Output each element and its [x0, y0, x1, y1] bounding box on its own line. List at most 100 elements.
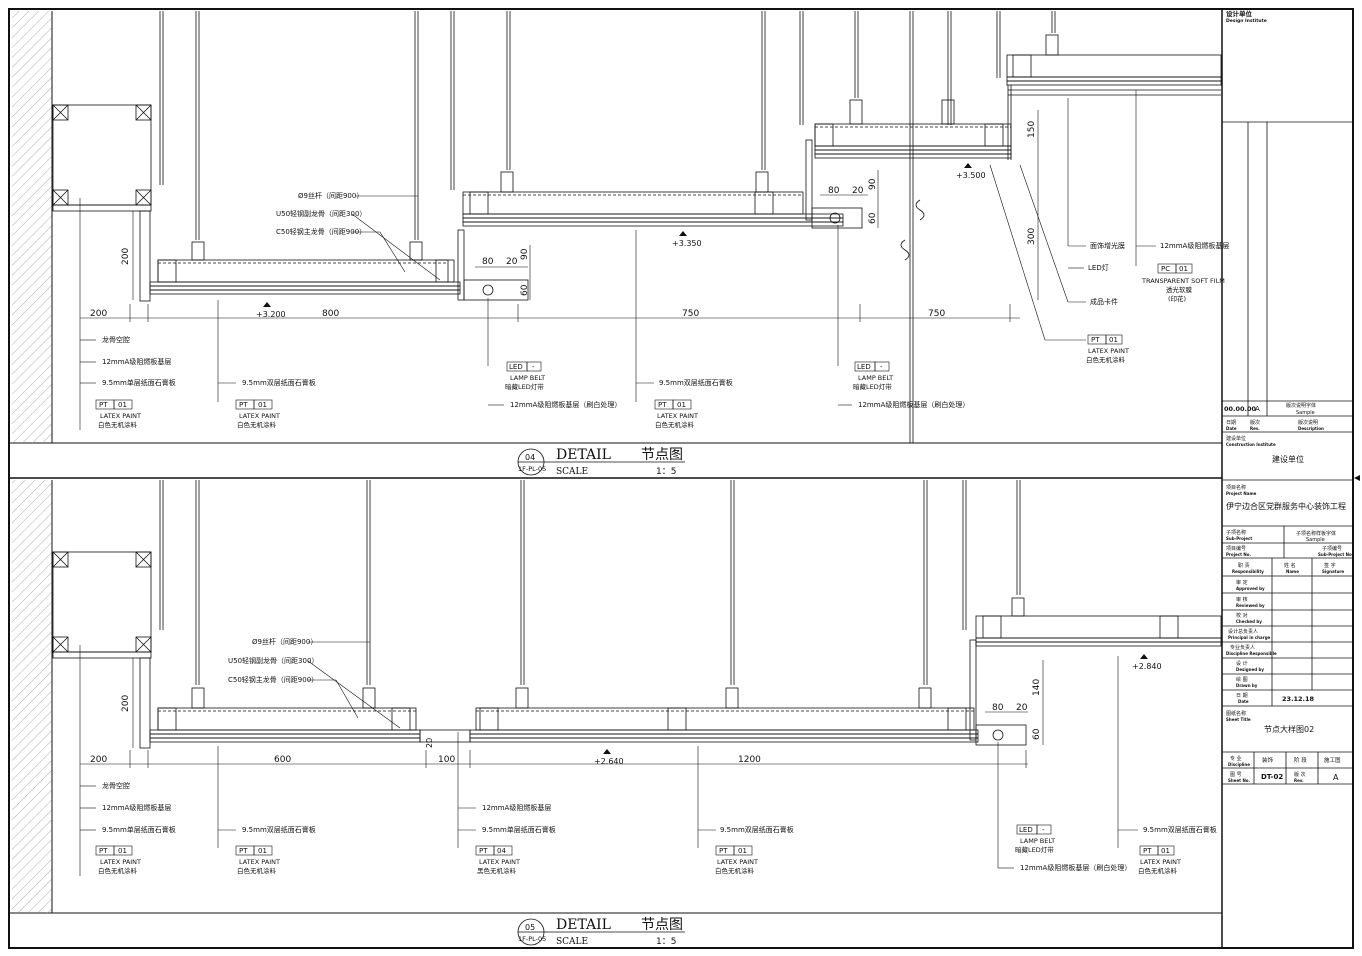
svg-text:Drawn by: Drawn by: [1236, 683, 1258, 688]
callout-c50: C50轻钢主龙骨（间距900）: [228, 675, 318, 684]
ceiling-level-2: [462, 139, 863, 229]
svg-text:Date: Date: [1238, 699, 1249, 704]
svg-text:LAMP BELT: LAMP BELT: [858, 374, 893, 382]
svg-text:Description: Description: [1298, 426, 1324, 431]
svg-text:LED: LED: [857, 363, 871, 371]
svg-text:版次: 版次: [1250, 419, 1260, 426]
svg-text:Sample: Sample: [1306, 537, 1325, 543]
dim-label: 20: [506, 257, 518, 267]
detail-ref: 1F-PL-05: [518, 465, 546, 473]
level-label: +2.640: [594, 757, 624, 766]
stage: 施工图: [1324, 756, 1341, 764]
dim-label: 20: [425, 738, 434, 748]
svg-text:PT: PT: [239, 847, 248, 855]
svg-text:Responsibility: Responsibility: [1232, 569, 1264, 574]
svg-text:LAMP BELT: LAMP BELT: [1020, 837, 1055, 845]
dimension-lines-05: [80, 658, 1044, 768]
svg-text:设 计: 设 计: [1236, 660, 1248, 667]
dim-label: 800: [322, 309, 339, 319]
svg-text:版 次: 版 次: [1294, 771, 1306, 778]
svg-text:LED: LED: [509, 363, 523, 371]
svg-text:PT: PT: [1091, 336, 1100, 344]
wall-hatch: [12, 480, 52, 913]
svg-text:Sub-Project No.: Sub-Project No.: [1318, 552, 1354, 557]
svg-text:子项编号: 子项编号: [1322, 545, 1342, 552]
design-institute-label-en: Design Institute: [1226, 18, 1267, 24]
svg-text:签 字: 签 字: [1324, 562, 1336, 569]
scale-value: 1：5: [656, 937, 676, 947]
callout-board12: 12mmA级阻燃板基层: [102, 803, 171, 812]
callout-clip: 成品卡件: [1090, 297, 1118, 306]
svg-text:姓 名: 姓 名: [1284, 562, 1296, 569]
svg-text:PT: PT: [719, 847, 728, 855]
dim-label: 80: [482, 257, 494, 267]
rev-note: 版次说明字体: [1286, 402, 1316, 409]
svg-text:白色无机涂料: 白色无机涂料: [237, 420, 277, 429]
svg-text:01: 01: [118, 401, 127, 409]
svg-text:白色无机涂料: 白色无机涂料: [98, 866, 138, 875]
callout-gypsum: 9.5mm双层纸面石膏板: [242, 378, 316, 387]
dim-label: 80: [992, 703, 1004, 713]
dim-label: 750: [928, 309, 945, 319]
svg-text:职 责: 职 责: [1238, 562, 1250, 569]
scale-value: 1：5: [656, 467, 676, 477]
dim-label: 20: [852, 186, 864, 196]
svg-text:版次说明: 版次说明: [1298, 419, 1318, 426]
dimension-labels-05: 200 600 100 1200 200 20 80 20 140 60: [90, 679, 1042, 765]
svg-text:图纸名称: 图纸名称: [1226, 710, 1246, 717]
sheet-number: DT-02: [1261, 773, 1283, 781]
sheet-title: 节点大样图02: [1264, 724, 1314, 734]
dim-label: 80: [828, 186, 840, 196]
project-name: 伊宁边合区党群服务中心装饰工程: [1226, 501, 1346, 511]
svg-text:(印花): (印花): [1168, 294, 1186, 303]
callout-gypsum: 9.5mm双层纸面石膏板: [720, 825, 794, 834]
svg-text:LATEX PAINT: LATEX PAINT: [239, 858, 280, 866]
detail-05: 200 600 100 1200 200 20 80 20 140 60 +2.…: [12, 480, 1222, 947]
callout-rod: Ø9丝杆（间距900）: [298, 191, 363, 200]
callout-u50: U50轻钢副龙骨（间距300）: [276, 209, 366, 218]
svg-text:Project Name: Project Name: [1226, 491, 1257, 496]
svg-text:LAMP BELT: LAMP BELT: [510, 374, 545, 382]
dim-label: 140: [1032, 679, 1042, 696]
svg-text:专业负责人: 专业负责人: [1230, 644, 1255, 651]
svg-text:阶 段: 阶 段: [1294, 756, 1307, 764]
svg-text:暗藏LED灯带: 暗藏LED灯带: [1015, 845, 1054, 854]
detail-number: 04: [525, 453, 535, 462]
dim-label: 600: [274, 755, 291, 765]
svg-text:LATEX PAINT: LATEX PAINT: [657, 412, 698, 420]
role-rows: 审 定 Approved by 审 核 Reviewed by 校 对 Chec…: [1226, 579, 1277, 704]
svg-text:-: -: [1042, 826, 1045, 834]
wall-hatch: [12, 11, 52, 443]
callout-board: 12mmA级阻燃板基层: [482, 803, 551, 812]
dim-label: 100: [438, 755, 455, 765]
svg-text:暗藏LED灯带: 暗藏LED灯带: [505, 382, 544, 391]
svg-text:暗藏LED灯带: 暗藏LED灯带: [853, 382, 892, 391]
svg-text:设计总负责人: 设计总负责人: [1228, 628, 1258, 635]
callout-led: LED灯: [1088, 263, 1109, 272]
svg-text:日 期: 日 期: [1236, 693, 1248, 699]
svg-text:01: 01: [258, 401, 267, 409]
svg-text:LATEX PAINT: LATEX PAINT: [100, 412, 141, 420]
callout-gypsum: 9.5mm双层纸面石膏板: [659, 378, 733, 387]
svg-text:PT: PT: [1143, 847, 1152, 855]
callout-gypsum: 9.5mm单层纸面石膏板: [102, 825, 176, 834]
leader-lines-05: [79, 641, 1138, 876]
svg-text:白色无机涂料: 白色无机涂料: [655, 420, 695, 429]
svg-text:Sheet Title: Sheet Title: [1226, 717, 1251, 722]
callout-rod: Ø9丝杆（间距900）: [252, 637, 317, 646]
level-label: +3.350: [672, 239, 702, 248]
svg-text:白色无机涂料: 白色无机涂料: [715, 866, 755, 875]
dim-label: 60: [1032, 728, 1042, 740]
svg-text:子项名称样板字体: 子项名称样板字体: [1296, 530, 1336, 537]
svg-text:Sub-Project: Sub-Project: [1226, 536, 1252, 541]
dim-label: 60: [520, 284, 530, 296]
discipline: 装饰: [1262, 756, 1274, 764]
